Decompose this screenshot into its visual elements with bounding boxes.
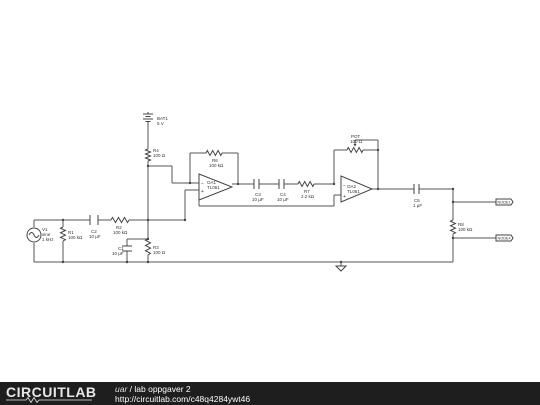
c3-value: 10 µF [252, 197, 264, 202]
svg-text:+: + [343, 194, 346, 200]
v1-type: sine [42, 232, 51, 237]
r6-resistor [205, 149, 223, 157]
r3-resistor [144, 238, 152, 256]
c2-name: C2 [91, 229, 97, 234]
svg-text:+: + [201, 189, 204, 195]
r1-resistor [59, 226, 67, 242]
r8-resistor [449, 219, 457, 235]
r2-resistor [110, 216, 130, 224]
v1-frequency: 1 kHz [42, 237, 54, 242]
c3-capacitor [253, 179, 260, 189]
bat1-battery [143, 112, 153, 122]
svg-text:−: − [343, 183, 346, 189]
node4-label: NODE4 [495, 234, 514, 242]
c4-name: C4 [280, 192, 286, 197]
oa2-name: OA2 [347, 184, 357, 189]
node4-text: NODE4 [498, 237, 511, 241]
c3-name: C3 [255, 192, 261, 197]
title-separator: / [127, 384, 135, 394]
bat1-name: BAT1 [157, 116, 168, 121]
node1-label: NODE1 [495, 198, 514, 206]
circuit-url-link[interactable]: http://circuitlab.com/c48q4284ywt46 [115, 394, 251, 404]
oa1-opamp: − + [198, 173, 234, 201]
logo-underline-icon [6, 397, 92, 403]
oa2-model: TL061 [347, 189, 360, 194]
author-name[interactable]: uar [115, 384, 128, 394]
r1-name: R1 [68, 230, 74, 235]
ground-symbol [334, 265, 348, 272]
r3-value: 100 Ω [153, 250, 166, 255]
node1-text: NODE1 [498, 201, 511, 205]
r2-name: R2 [116, 225, 122, 230]
c5-value: 1 µF [413, 203, 422, 208]
r6-name: R6 [212, 158, 218, 163]
oa1-name: OA1 [207, 180, 217, 185]
c1-capacitor [122, 245, 132, 252]
v1-name: V1 [42, 227, 48, 232]
r3-name: R3 [153, 245, 159, 250]
pot-name: POT [351, 134, 361, 139]
schematic-diagram: V1 sine 1 kHz R1 100 kΩ C2 10 µF R2 100 … [26, 112, 514, 272]
c2-capacitor [89, 215, 99, 225]
v1-sine-source [26, 227, 42, 243]
c2-value: 10 µF [89, 234, 101, 239]
c1-name: C1 [118, 246, 124, 251]
r4-name: R4 [153, 148, 159, 153]
svg-text:−: − [201, 181, 204, 187]
r8-value: 100 kΩ [458, 227, 473, 232]
oa1-model: TL061 [207, 185, 220, 190]
pot-value: 100 Ω [350, 139, 363, 144]
c4-capacitor [278, 179, 285, 189]
footer-bar: CIRCUITLAB uar / lab oppgaver 2 http://c… [0, 382, 540, 405]
circuitlab-logo: CIRCUITLAB [6, 384, 97, 400]
c5-name: C5 [414, 198, 420, 203]
c5-capacitor [413, 184, 420, 194]
circuit-name: lab oppgaver 2 [134, 384, 191, 394]
c4-value: 10 µF [277, 197, 289, 202]
r7-resistor [297, 180, 315, 188]
r4-value: 100 Ω [153, 153, 166, 158]
r7-value: 2.2 kΩ [301, 194, 315, 199]
r7-name: R7 [304, 189, 310, 194]
bat1-value: 5 V [157, 121, 164, 126]
r6-value: 100 kΩ [209, 163, 224, 168]
r1-value: 100 kΩ [68, 235, 83, 240]
pot-potentiometer [346, 144, 364, 154]
r8-name: R8 [458, 222, 464, 227]
wires [33, 122, 496, 266]
r2-value: 100 kΩ [113, 230, 128, 235]
circuit-title: uar / lab oppgaver 2 [115, 384, 191, 394]
r4-resistor [144, 148, 152, 162]
oa2-opamp: − + [340, 175, 374, 203]
junctions [61, 148, 455, 264]
c1-value: 10 µF [112, 251, 124, 256]
